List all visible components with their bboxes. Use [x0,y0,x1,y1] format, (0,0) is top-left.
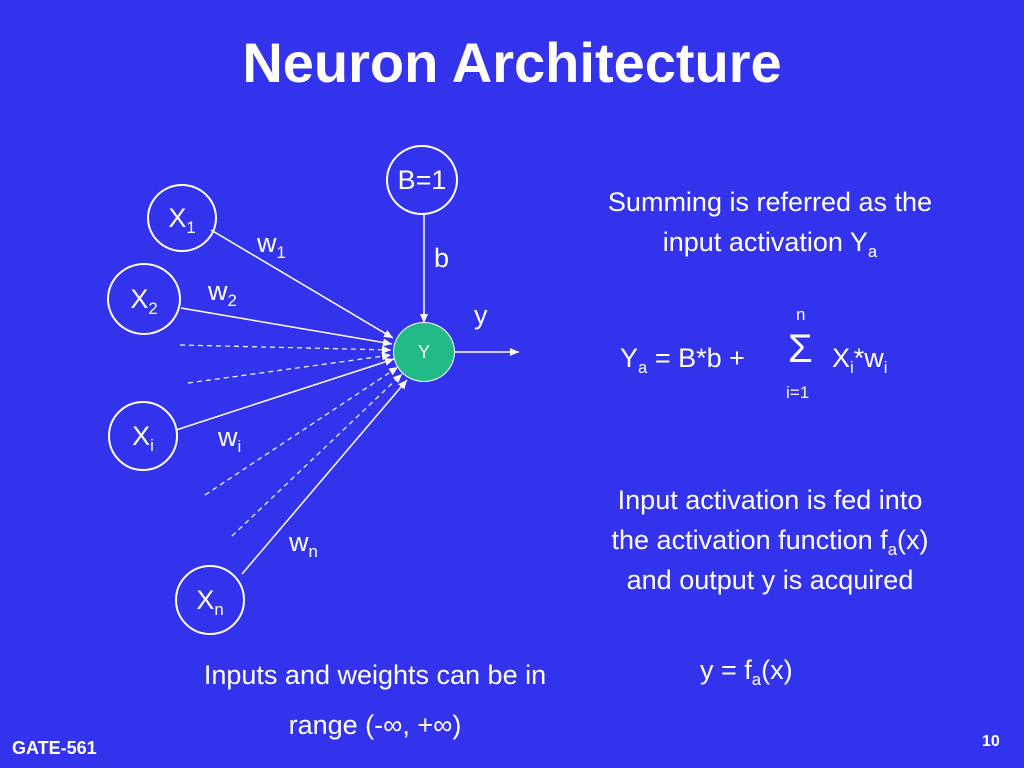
dashed-input-edge [231,373,403,537]
x1-edge [210,229,394,339]
x2-edge [180,307,393,347]
bias-node: B=1 [386,145,458,215]
x1-label: X1 [168,202,196,237]
activation-formula: Ya = B*b + n Σ i=1 Xi*wi [620,305,888,402]
xn-edge [241,379,408,575]
weight-wn-label: wn [289,527,318,561]
weight-w2-label: w2 [208,276,237,310]
output-node: Y [393,322,455,382]
weight-w1-label: w1 [257,228,286,262]
output-equation: y = fa(x) [700,655,793,689]
output-y-label: y [474,300,488,330]
xi-label: Xi [132,420,154,455]
xn-node: Xn [175,565,245,635]
footer-course-label: GATE-561 [12,738,97,758]
page-number: 10 [982,733,1000,750]
sigma-sum-lower: i=1 [786,383,810,402]
xi-edge [175,357,395,431]
range-description: Inputs and weights can be in range (-∞, … [203,660,547,740]
weight-wi-label: wi [218,422,242,456]
x2-label: X2 [130,283,158,318]
x1-node: X1 [147,184,217,252]
sigma-sum-upper: n [796,305,806,324]
dashed-input-edge [187,352,392,384]
x2-node: X2 [107,263,181,335]
activation-description: Input activation is fed into the activat… [611,485,929,595]
slide-title: Neuron Architecture [242,31,782,94]
dashed-input-edge [204,366,399,496]
summing-description: Summing is referred as the input activat… [607,187,933,261]
sigma-icon: Σ [788,327,813,371]
dashed-input-edge [179,344,392,354]
xi-node: Xi [108,401,178,471]
bias-weight-label: b [434,243,450,273]
xn-label: Xn [196,584,224,619]
